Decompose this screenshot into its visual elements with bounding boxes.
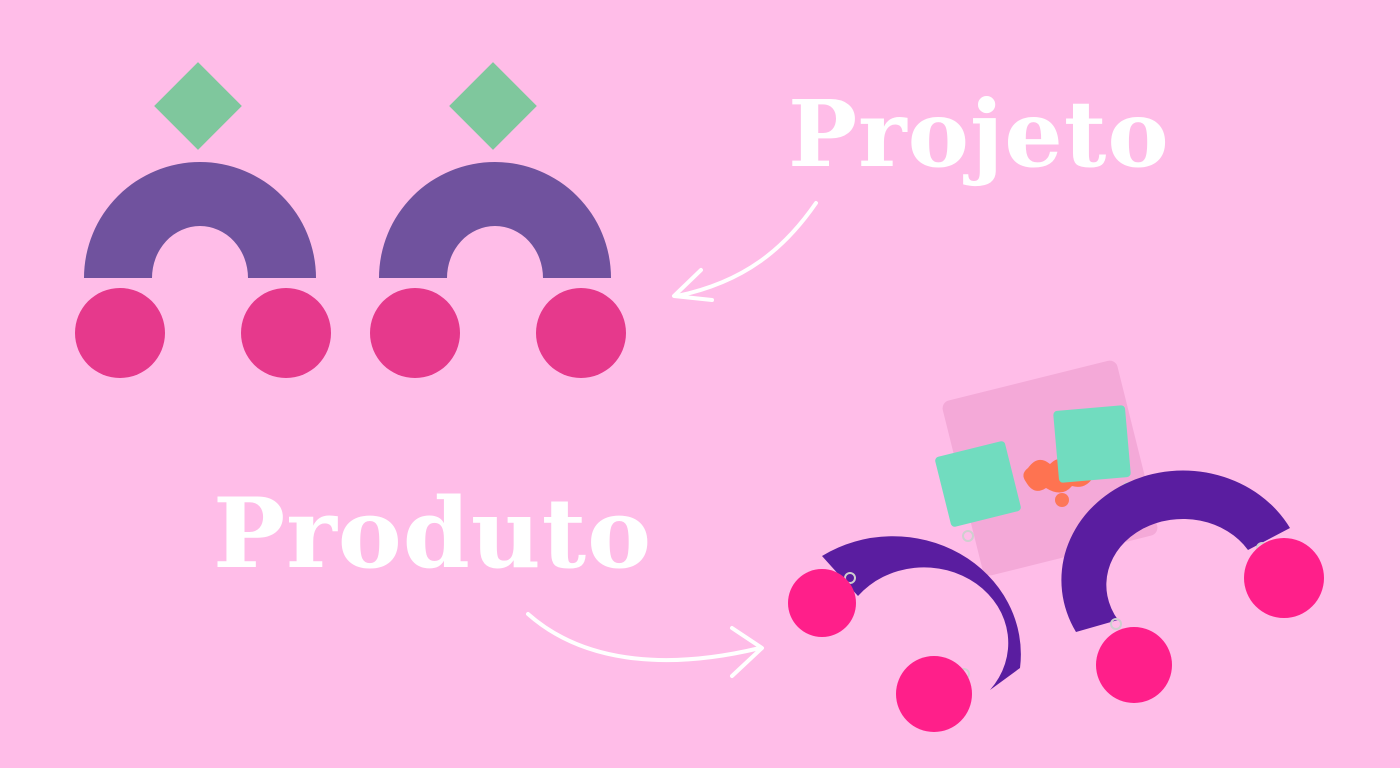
product-ring [1110,618,1122,630]
design-circle [75,288,165,378]
design-illustration [75,62,626,378]
design-earring-right [370,62,626,378]
product-photo [788,360,1324,732]
arrow-curved-right-icon [526,612,764,678]
design-circle [370,288,460,378]
design-diamond [154,62,242,150]
design-circle [241,288,331,378]
design-earring-left [75,62,331,378]
design-arch [379,162,611,278]
product-earring-left [788,441,1021,732]
product-earring-right [1053,405,1324,703]
design-label: Projeto [788,80,1170,188]
product-square [1053,405,1131,483]
design-circle [536,288,626,378]
product-label: Produto [213,477,653,590]
product-circle [788,569,856,637]
product-circle [896,656,972,732]
product-ring [962,530,974,542]
design-arch [84,162,316,278]
design-diamond [449,62,537,150]
product-arch [822,536,1021,690]
product-arch [1061,470,1290,632]
product-circle [1096,627,1172,703]
arrow-curved-left-icon [672,201,818,302]
product-circle [1244,538,1324,618]
product-square [935,441,1021,527]
